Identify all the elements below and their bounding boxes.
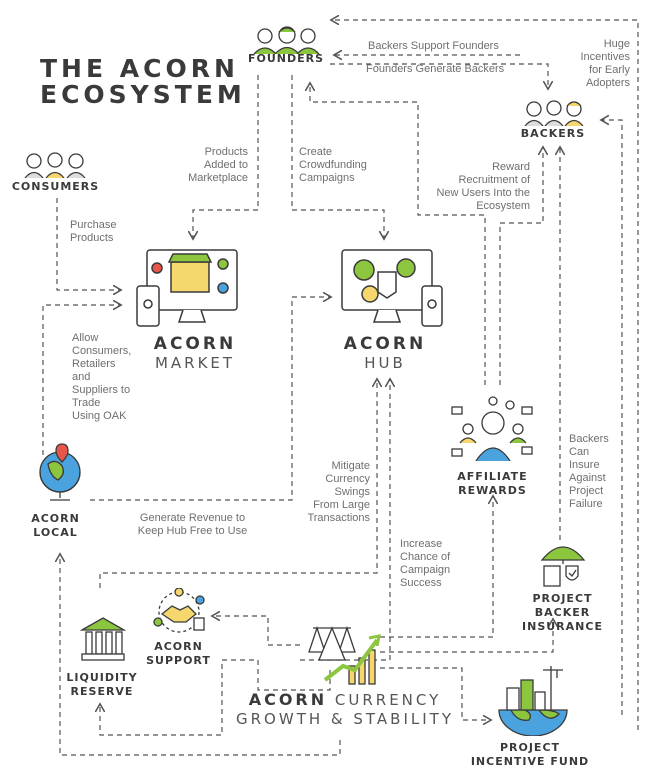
affiliate-label: AFFILIATE REWARDS <box>457 470 528 497</box>
arrow-currency-liquidity <box>100 659 331 736</box>
arrow-currency-affiliate <box>380 497 493 638</box>
note-generate-revenue: Generate Revenue to Keep Hub Free to Use <box>137 512 248 537</box>
currency-label: ACORN CURRENCY GROWTH & STABILITY <box>236 690 454 728</box>
arrow-local-hub <box>90 297 330 501</box>
hub-monitor-icon <box>341 249 443 327</box>
consumers-icon <box>24 152 86 178</box>
note-allow-consumers: Allow Consumers, Retailers and Suppliers… <box>72 332 132 422</box>
market-label: ACORN MARKET <box>153 334 237 372</box>
arrow-founders-market <box>193 75 259 238</box>
arrow-currency-support <box>213 616 300 646</box>
note-backers-support: Backers Support Founders <box>368 40 499 52</box>
hub-label: ACORN HUB <box>343 334 427 372</box>
note-reward-recruitment: Reward Recruitment of New Users Into the… <box>436 161 530 212</box>
arrow-consumers-market <box>56 198 120 290</box>
local-globe-icon <box>39 443 81 501</box>
arrow-founders-generate <box>330 63 548 88</box>
page-title: THE ACORN ECOSYSTEM <box>40 54 246 109</box>
note-increase-chance: Increase Chance of Campaign Success <box>400 538 451 589</box>
currency-growth-icon <box>308 625 381 685</box>
arrow-currency-insurance <box>380 620 553 653</box>
market-monitor-icon <box>136 249 238 327</box>
arrow-currency-hub-1 <box>99 380 377 588</box>
note-huge-incentives: Huge Incentives for Early Adopters <box>580 38 630 89</box>
arrow-affiliate-founders <box>310 84 486 385</box>
arrow-incentive-top <box>332 20 639 730</box>
note-purchase-products: Purchase Products <box>70 219 117 244</box>
affiliate-icon <box>451 396 533 461</box>
bank-icon <box>80 617 126 661</box>
incentive-globe-icon <box>498 666 568 736</box>
local-label: ACORN LOCAL <box>31 512 80 539</box>
liquidity-label: LIQUIDITY RESERVE <box>66 671 138 698</box>
arrow-bottom-local <box>60 555 341 756</box>
arrow-affiliate-backers <box>499 148 543 385</box>
incentive-label: PROJECT INCENTIVE FUND <box>470 741 590 768</box>
support-label: ACORN SUPPORT <box>146 640 211 667</box>
note-products-added: Products Added to Marketplace <box>188 146 248 184</box>
founders-label: FOUNDERS <box>247 52 325 65</box>
arrow-incentive-backers <box>602 120 623 715</box>
note-backers-insure: Backers Can Insure Against Project Failu… <box>569 433 609 510</box>
note-create-crowdfunding: Create Crowdfunding Campaigns <box>299 146 367 184</box>
founders-icon <box>253 26 320 54</box>
insurance-umbrella-icon <box>540 546 586 587</box>
insurance-label: PROJECT BACKER INSURANCE <box>522 592 603 633</box>
arrow-currency-incentive <box>380 667 490 720</box>
note-founders-generate: Founders Generate Backers <box>366 63 505 75</box>
arrow-local-market <box>42 305 120 455</box>
consumers-label: CONSUMERS <box>11 180 100 193</box>
backers-icon <box>524 100 584 126</box>
backers-label: BACKERS <box>520 127 586 140</box>
support-handshake-icon <box>153 588 205 633</box>
note-mitigate: Mitigate Currency Swings From Large Tran… <box>307 460 370 524</box>
arrow-founders-hub <box>291 75 384 238</box>
